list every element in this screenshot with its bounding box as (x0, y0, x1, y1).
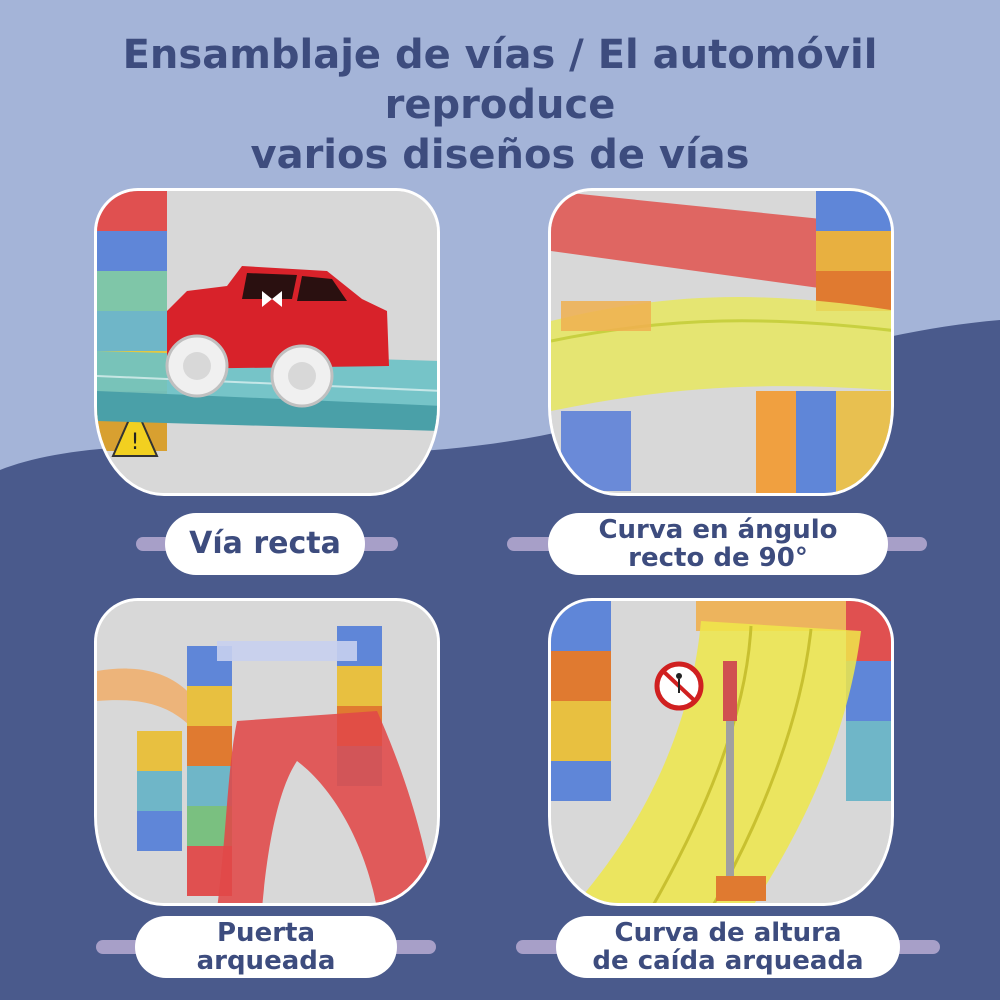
label-line: recto de 90° (628, 543, 808, 573)
label-line: de caída arqueada (592, 946, 864, 976)
label-line: arqueada (196, 946, 336, 976)
page-title: Ensamblaje de vías / El automóvil reprod… (20, 30, 980, 180)
panel-arched-gate (94, 598, 440, 906)
label-straight-track: Vía recta (165, 513, 365, 575)
panel-right-angle-curve (548, 188, 894, 496)
car-icon (165, 266, 389, 408)
right-angle-curve-image (551, 191, 891, 493)
warning-sign-icon: ! (111, 403, 159, 457)
label-right-angle-curve: Curva en ángulo recto de 90° (548, 513, 888, 575)
panel-straight-track: ! (94, 188, 440, 496)
label-drop-curve: Curva de altura de caída arqueada (556, 916, 900, 978)
label-line: Curva en ángulo (598, 515, 838, 545)
panel-drop-curve (548, 598, 894, 906)
no-pedestrian-sign-icon (654, 661, 704, 711)
drop-curve-image (551, 601, 891, 903)
label-line: Puerta (217, 918, 315, 948)
title-line-1: Ensamblaje de vías / El automóvil reprod… (122, 32, 878, 128)
title-line-2: varios diseños de vías (250, 132, 750, 178)
arched-gate-image (97, 601, 437, 903)
svg-text:!: ! (131, 430, 140, 455)
label-line: Vía recta (189, 526, 341, 561)
straight-track-image: ! (97, 191, 437, 493)
label-arched-gate: Puerta arqueada (135, 916, 397, 978)
label-line: Curva de altura (614, 918, 842, 948)
